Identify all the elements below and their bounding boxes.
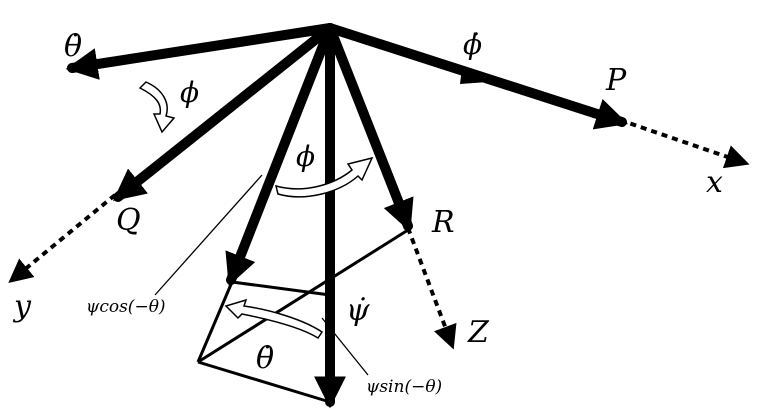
phi-label-center: ϕ [296,140,315,173]
r-vector [325,23,414,232]
q-label: Q [116,203,141,238]
z-label: Z [467,315,490,350]
r-label: R [431,205,455,240]
phi-rotation-arrow-center [274,156,374,198]
psi-cos-label: ψcos(−θ) [86,297,166,317]
psi-dot-label: ψ̇ [346,293,370,328]
y-label: y [12,289,32,324]
z-axis-dotted [406,227,457,350]
phi-rotation-arrow-left [138,81,176,134]
x-label: x [706,165,723,200]
phi-label-left: ϕ [180,76,199,109]
theta-dot-label-bottom: θ̇ [256,341,274,376]
theta-dot-vector [65,23,335,80]
y-axis-dotted [8,193,117,284]
q-vector [112,23,335,202]
theta-dot-label-top: θ̇ [64,29,82,64]
psi-cos-vector [225,23,335,286]
p-label: P [605,63,627,98]
p-vector [325,23,629,130]
phi-dot-label: ϕ̇ [463,28,482,61]
phi-dot-marker [460,68,488,84]
psi-cos-leader [154,174,263,296]
x-axis-dotted [619,118,750,169]
psi-sin-label: ψsin(−θ) [366,377,442,397]
body-vectors [65,23,629,409]
theta-dot-rotation-arrow [224,298,324,340]
